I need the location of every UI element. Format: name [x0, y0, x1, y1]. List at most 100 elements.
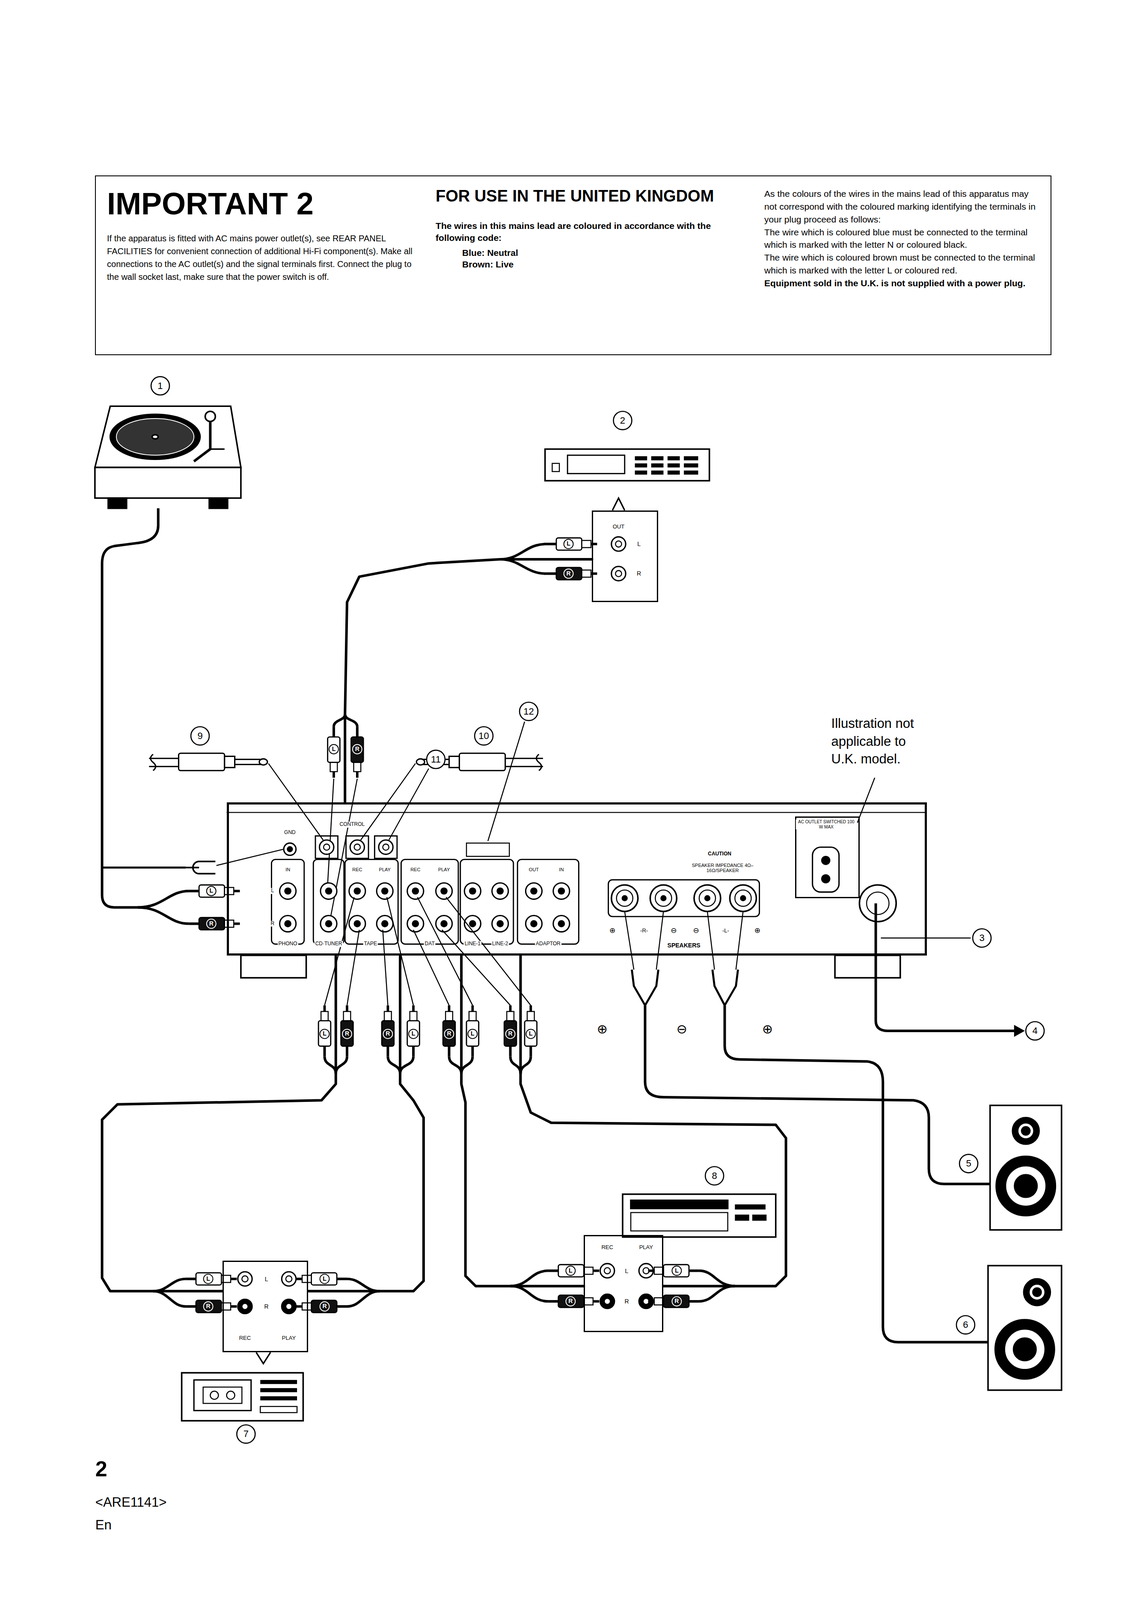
- panel-label: OUT: [528, 866, 540, 873]
- plug-letter: R: [322, 1303, 327, 1310]
- notice-text: The wire which is coloured blue must be …: [764, 225, 1040, 252]
- panel-label: ADAPTOR: [534, 941, 562, 947]
- plug-letter: R: [568, 1297, 573, 1305]
- panel-label: AC OUTLET SWITCHED 100 W MAX: [795, 819, 857, 830]
- cable: [461, 955, 584, 1287]
- document-code: <ARE1141>: [94, 1495, 168, 1510]
- plug-letter: L: [411, 1030, 416, 1038]
- plug-letter: L: [674, 1267, 679, 1274]
- notice-text: Equipment sold in the U.K. is not suppli…: [764, 276, 1040, 290]
- cable: [520, 955, 786, 1287]
- plug-letter: R: [344, 1030, 350, 1038]
- panel-label: PLAY: [281, 1335, 297, 1342]
- panel-label: PLAY: [378, 866, 392, 873]
- panel-label: R: [270, 920, 276, 927]
- callout-number: 8: [711, 1170, 718, 1182]
- panel-label: DAT: [424, 941, 436, 947]
- panel-label: L: [264, 1275, 270, 1283]
- callout-number: 10: [477, 730, 490, 742]
- amplifier-rear-panel: GNDCONTROLINLRRECPLAYRECPLAYOUTINPHONOCD…: [226, 802, 927, 956]
- text-column: FOR USE IN THE UNITED KINGDOM The wires i…: [435, 186, 726, 271]
- document-code: En: [94, 1517, 113, 1533]
- text-column: IMPORTANT 2 If the apparatus is fitted wi…: [106, 186, 414, 284]
- plug-letter: L: [470, 1030, 475, 1038]
- notice-text: The wires in this mains lead are coloure…: [435, 219, 726, 245]
- notice-text: If the apparatus is fitted with AC mains…: [106, 231, 414, 284]
- plug-letter: L: [566, 540, 571, 548]
- plug-letter: R: [209, 920, 214, 927]
- plug-letter: R: [566, 570, 571, 577]
- plug-letter: R: [355, 745, 360, 753]
- panel-label: LINE-1: [463, 941, 482, 947]
- panel-label: PLAY: [437, 866, 451, 873]
- panel-label: PHONO: [277, 941, 299, 947]
- callout-number: 9: [196, 730, 203, 742]
- notice-text: The wire which is coloured brown must be…: [764, 251, 1040, 277]
- polarity-sign: ⊕: [596, 1021, 609, 1037]
- plug-letter: R: [674, 1297, 679, 1305]
- note: Illustration not applicable to U.K. mode…: [831, 714, 930, 769]
- panel-label: ⊕: [608, 926, 617, 936]
- heading: FOR USE IN THE UNITED KINGDOM: [435, 187, 726, 206]
- plug-letter: L: [206, 1275, 211, 1283]
- notice-box: IMPORTANT 2 If the apparatus is fitted wi…: [94, 175, 1052, 356]
- panel-label: -L-: [721, 927, 731, 935]
- plug-letter: L: [322, 1030, 327, 1038]
- panel-label: ⊖: [669, 926, 678, 936]
- panel-label: REC: [600, 1243, 614, 1251]
- plug-letter: L: [528, 1030, 533, 1038]
- callout-number: 11: [430, 754, 442, 765]
- callout-number: 6: [962, 1319, 969, 1330]
- panel-label: CONTROL: [338, 821, 366, 828]
- panel-label: REC: [238, 1335, 252, 1342]
- cable: [308, 955, 424, 1292]
- panel-label: CD·TUNER: [314, 941, 344, 947]
- jack-panel: RECPLAYLR: [583, 1234, 664, 1333]
- panel-label: TAPE: [363, 941, 378, 947]
- plug-letter: L: [568, 1267, 573, 1274]
- panel-label: REC: [351, 866, 363, 873]
- callout-number: 12: [522, 706, 535, 717]
- cable: [102, 955, 336, 1292]
- plug-letter: R: [446, 1030, 452, 1038]
- panel-label: REC: [409, 866, 422, 873]
- notice-text: Blue: Neutral: [435, 246, 726, 259]
- panel-label: SPEAKERS: [666, 941, 702, 949]
- panel-label: SPEAKER IMPEDANCE 4Ω–16Ω/SPEAKER: [679, 862, 767, 874]
- polarity-sign: ⊖: [676, 1021, 688, 1037]
- panel-label: LINE-2: [491, 941, 509, 947]
- jack-panel: OUT L R: [591, 510, 659, 603]
- callout-number: 7: [243, 1428, 250, 1440]
- panel-label: IN: [284, 866, 291, 873]
- plug-letter: R: [206, 1303, 211, 1310]
- callout-number: 1: [157, 380, 164, 392]
- text-column: As the colours of the wires in the mains…: [764, 186, 1040, 290]
- panel-label: GND: [283, 829, 297, 836]
- callout-number: 5: [965, 1158, 972, 1169]
- plug-letter: R: [385, 1030, 390, 1038]
- callout-number: 3: [978, 932, 985, 944]
- panel-label: PLAY: [638, 1243, 654, 1251]
- plug-letter: L: [322, 1275, 327, 1283]
- panel-label: L: [624, 1267, 630, 1275]
- panel-label: L: [636, 540, 642, 548]
- notice-text: As the colours of the wires in the mains…: [764, 187, 1040, 226]
- panel-label: CAUTION: [706, 851, 733, 858]
- panel-label: L: [270, 887, 276, 894]
- plug-letter: L: [209, 887, 214, 895]
- cable: [344, 559, 592, 803]
- panel-label: ⊕: [753, 926, 762, 936]
- jack-panel: L R REC PLAY: [222, 1260, 309, 1353]
- plug-letter: R: [508, 1030, 513, 1038]
- panel-label: R: [263, 1303, 270, 1310]
- plug-letter: L: [332, 745, 336, 753]
- polarity-sign: ⊕: [761, 1021, 774, 1037]
- page-number: 2: [94, 1457, 108, 1482]
- heading: IMPORTANT 2: [106, 188, 414, 220]
- panel-label: OUT: [611, 523, 626, 530]
- notice-text: Brown: Live: [435, 258, 726, 271]
- callout-number: 2: [619, 415, 626, 426]
- panel-label: R: [635, 569, 642, 577]
- callout-number: 4: [1032, 1025, 1039, 1037]
